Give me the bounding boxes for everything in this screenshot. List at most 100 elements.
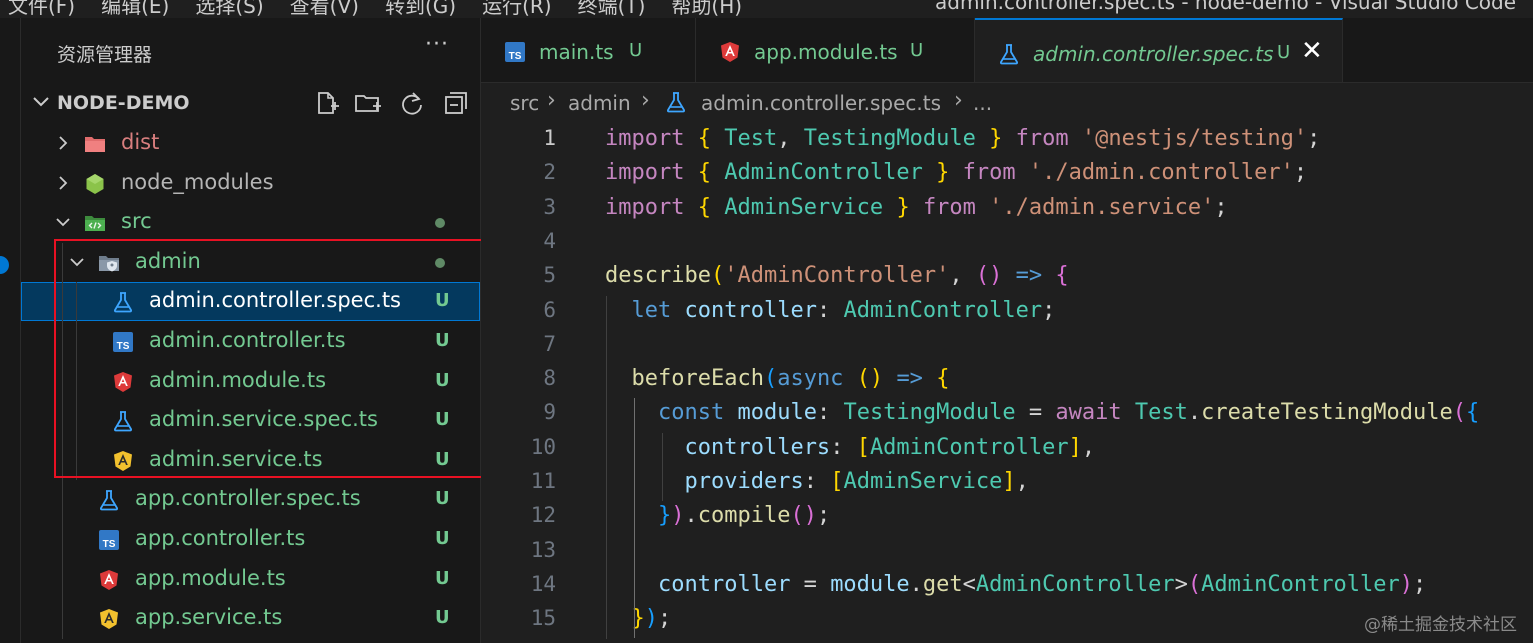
indent-guide (606, 295, 607, 639)
tree-folder-src[interactable]: src (21, 203, 480, 242)
chevron-down-icon[interactable] (69, 254, 85, 270)
new-folder-icon[interactable] (353, 88, 383, 118)
code-token: > (1174, 571, 1188, 597)
breadcrumb-item[interactable]: ... (973, 91, 993, 115)
code-token: } (896, 194, 910, 220)
code-line[interactable]: 14 controller = module.get<AdminControll… (481, 570, 1533, 604)
chevron-right-icon[interactable] (55, 135, 71, 151)
menu-item[interactable]: 帮助(H) (671, 0, 743, 18)
code-token: ( (763, 366, 778, 392)
code-token: AdminService (843, 469, 1003, 494)
code-token (883, 195, 896, 220)
tab-label: main.ts (539, 40, 614, 64)
code-token: './admin.service' (989, 194, 1215, 220)
code-text: const module: TestingModule = await Test… (605, 400, 1479, 425)
tab-label: app.module.ts (754, 40, 898, 64)
tree-item-label: dist (121, 130, 160, 154)
code-token: ( (710, 263, 725, 289)
menu-item[interactable]: 编辑(E) (101, 0, 170, 18)
activity-bar (0, 18, 21, 643)
typescript-icon: TS (503, 40, 527, 64)
tab-label: admin.controller.spec.ts (1033, 42, 1274, 66)
git-status-badge: U (435, 448, 450, 470)
code-token: ( (1452, 400, 1467, 426)
code-line[interactable]: 8 beforeEach(async () => { (481, 364, 1533, 398)
code-line[interactable]: 10 controllers: [AdminController], (481, 433, 1533, 467)
code-token (843, 366, 856, 391)
code-line[interactable]: 4 (481, 227, 1533, 261)
workspace-section-header[interactable]: NODE-DEMO (21, 88, 480, 118)
tree-item-label: app.controller.ts (135, 526, 306, 550)
code-token: ( (1187, 571, 1202, 597)
code-line[interactable]: 13 (481, 536, 1533, 570)
code-text: import { Test, TestingModule } from '@ne… (605, 126, 1320, 151)
code-line[interactable]: 12 }).compile(); (481, 501, 1533, 535)
code-token (976, 195, 989, 220)
tree-folder-node-modules[interactable]: node_modules (21, 164, 480, 203)
refresh-icon[interactable] (397, 88, 427, 118)
tree-item-label: admin (135, 248, 201, 273)
code-text: import { AdminService } from './admin.se… (605, 195, 1228, 220)
code-line[interactable]: 9 const module: TestingModule = await Te… (481, 398, 1533, 432)
code-token: controllers (684, 434, 831, 460)
menu-item[interactable]: 文件(F) (8, 0, 76, 18)
code-token: import (605, 126, 685, 151)
more-actions-icon[interactable]: ··· (425, 32, 449, 57)
breadcrumb-item[interactable]: admin.controller.spec.ts (701, 91, 941, 115)
indent-guide (662, 432, 663, 502)
git-status-badge: U (435, 290, 450, 312)
code-token: 'AdminController' (724, 263, 950, 289)
code-text: describe('AdminController', () => { (605, 263, 1069, 288)
close-icon[interactable]: ✕ (1301, 36, 1323, 66)
menu-item[interactable]: 查看(V) (289, 0, 359, 18)
chevron-down-icon[interactable] (55, 214, 71, 230)
collapse-all-icon[interactable] (441, 88, 471, 118)
breadcrumb-item[interactable]: admin (568, 91, 631, 115)
code-token: } (936, 160, 950, 186)
code-token: module (737, 400, 817, 426)
code-token (910, 195, 923, 220)
code-line[interactable]: 7 (481, 330, 1533, 364)
code-token: const (657, 400, 725, 426)
code-text: import { AdminController } from './admin… (605, 160, 1307, 185)
menu-item[interactable]: 转到(G) (384, 0, 457, 18)
code-token: get (922, 571, 963, 597)
folder-src-icon (83, 211, 107, 235)
code-line[interactable]: 11 providers: [AdminService], (481, 467, 1533, 501)
code-token (711, 126, 724, 151)
watermark: @稀土掘金技术社区 (1364, 615, 1517, 635)
code-token (949, 160, 962, 185)
code-line[interactable]: 6 let controller: AdminController; (481, 296, 1533, 330)
angular-module-icon (718, 40, 742, 64)
tree-folder-admin[interactable]: admin (21, 243, 480, 282)
tree-folder-dist[interactable]: dist (21, 124, 480, 163)
code-token: providers (684, 469, 804, 494)
code-token: () (790, 503, 817, 529)
new-file-icon[interactable] (311, 88, 341, 118)
code-token: { (936, 366, 950, 392)
breadcrumb-item[interactable]: src (510, 91, 540, 115)
menu-item[interactable]: 运行(R) (482, 0, 552, 18)
menu-item[interactable]: 终端(T) (577, 0, 646, 18)
menu-item[interactable]: 选择(S) (195, 0, 264, 18)
code-token: createTestingModule (1201, 400, 1453, 426)
code-token: ; (1293, 160, 1308, 186)
chevron-right-icon[interactable] (55, 175, 71, 191)
